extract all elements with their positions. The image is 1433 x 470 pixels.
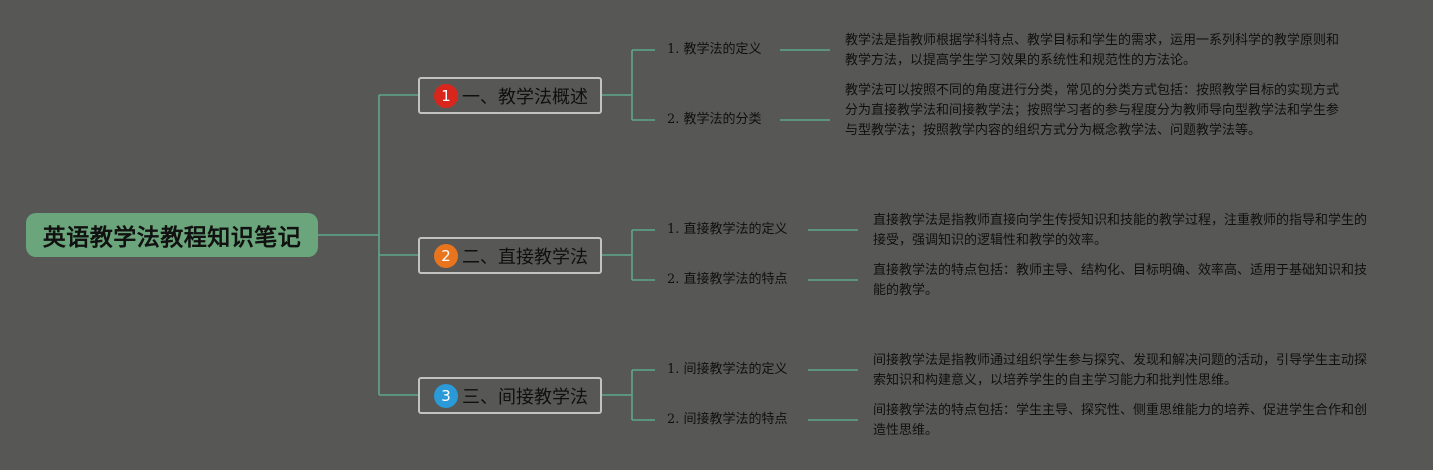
sub-node-1-1[interactable]: 1. 教学法的定义: [667, 42, 762, 57]
sub-node-2-2[interactable]: 2. 直接教学法的特点: [667, 272, 788, 287]
connector-b2-fork: [602, 229, 655, 281]
desc-3-1: 间接教学法是指教师通过组织学生参与探究、发现和解决问题的活动，引导学生主动探索知…: [873, 353, 1368, 388]
sub-node-2-1[interactable]: 1. 直接教学法的定义: [667, 222, 788, 237]
desc-1-2: 教学法可以按照不同的角度进行分类，常见的分类方式包括：按照教学目标的实现方式分为…: [845, 83, 1340, 138]
desc-2-2: 直接教学法的特点包括：教师主导、结构化、目标明确、效率高、适用于基础知识和技能的…: [873, 263, 1368, 298]
priority-badge-2-icon: 2: [434, 243, 458, 268]
branch-node-1[interactable]: 1 一、教学法概述: [418, 77, 602, 114]
branch-node-2[interactable]: 2 二、直接教学法: [418, 237, 602, 274]
connector-b3-fork: [602, 369, 655, 421]
desc-3-2: 间接教学法的特点包括：学生主导、探究性、侧重思维能力的培养、促进学生合作和创造性…: [873, 403, 1368, 438]
branch-label-2: 二、直接教学法: [462, 246, 588, 268]
branch-node-3[interactable]: 3 三、间接教学法: [418, 377, 602, 414]
root-node[interactable]: 英语教学法教程知识笔记: [26, 213, 318, 257]
desc-1-1: 教学法是指教师根据学科特点、教学目标和学生的需求，运用一系列科学的教学原则和教学…: [845, 33, 1340, 68]
connector-b1-fork: [602, 49, 655, 121]
priority-badge-3-icon: 3: [434, 383, 458, 408]
branch-label-3: 三、间接教学法: [462, 386, 588, 408]
priority-badge-1-icon: 1: [434, 83, 458, 108]
sub-node-3-1[interactable]: 1. 间接教学法的定义: [667, 362, 788, 377]
branch-label-1: 一、教学法概述: [462, 86, 588, 108]
sub-node-1-2[interactable]: 2. 教学法的分类: [667, 112, 762, 127]
sub-node-3-2[interactable]: 2. 间接教学法的特点: [667, 412, 788, 427]
desc-2-1: 直接教学法是指教师直接向学生传授知识和技能的教学过程，注重教师的指导和学生的接受…: [873, 213, 1368, 248]
